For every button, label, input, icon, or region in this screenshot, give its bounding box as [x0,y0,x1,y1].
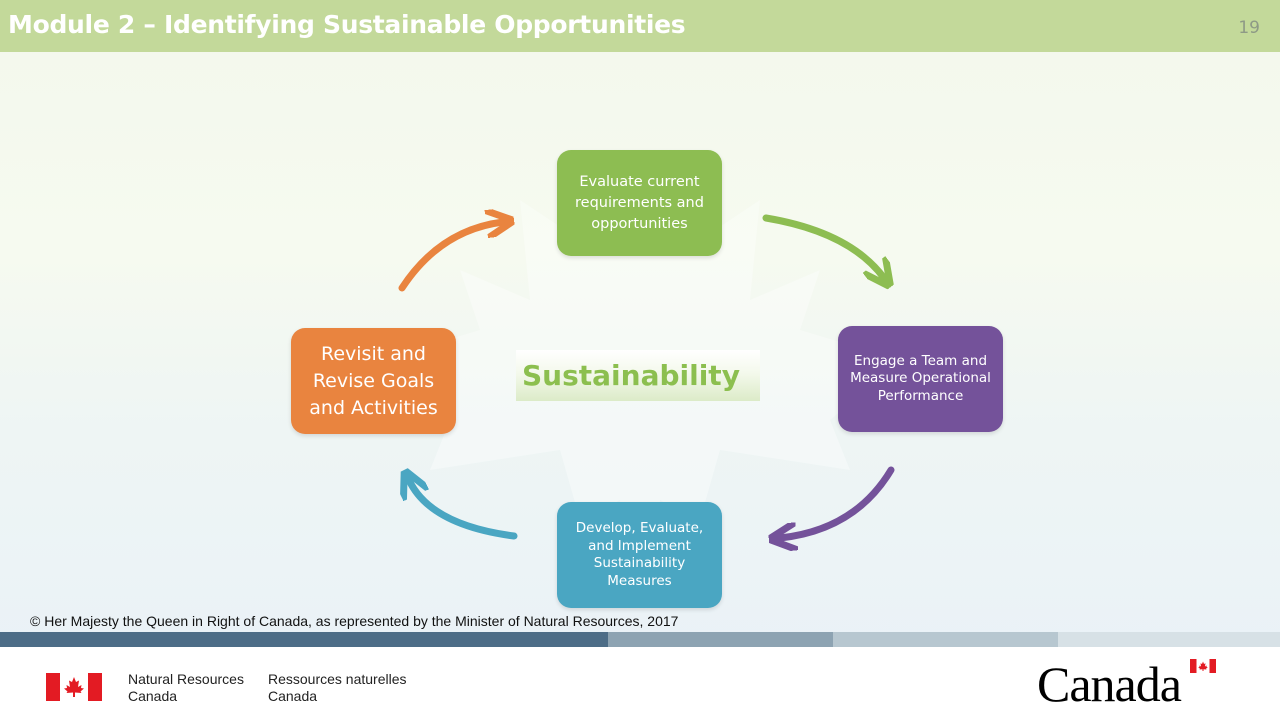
title-bar: Module 2 – Identifying Sustainable Oppor… [0,0,1280,52]
slide-title: Module 2 – Identifying Sustainable Oppor… [8,10,686,39]
step-engage-team-label: Engage a Team and Measure Operational Pe… [850,352,991,404]
arrow-purple [780,466,895,538]
step-develop-measures: Develop, Evaluate, and Implement Sustain… [557,502,722,608]
canada-wordmark: Canada [1037,656,1182,712]
arrow-green [762,214,884,278]
arrow-teal [409,480,518,540]
step-evaluate: Evaluate current requirements and opport… [557,150,722,256]
wordmark-flag-icon [1190,659,1216,673]
arrow-orange [398,222,503,292]
footer-stripe [1058,632,1280,647]
copyright-notice: © Her Majesty the Queen in Right of Cana… [30,613,679,629]
footer: Natural Resources Canada Ressources natu… [0,647,1280,720]
step-revisit-goals: Revisit and Revise Goals and Activities [291,328,456,434]
canada-flag-icon [46,673,102,701]
step-develop-measures-label: Develop, Evaluate, and Implement Sustain… [575,520,704,589]
step-engage-team: Engage a Team and Measure Operational Pe… [838,326,1003,432]
department-name-french: Ressources naturelles Canada [268,671,407,704]
footer-stripe [833,632,1058,647]
step-evaluate-label: Evaluate current requirements and opport… [575,173,704,232]
step-revisit-goals-label: Revisit and Revise Goals and Activities [309,342,438,419]
center-label-sustainability: Sustainability [516,350,760,401]
footer-stripe [0,632,608,647]
department-name-english: Natural Resources Canada [128,671,244,704]
footer-stripe [608,632,833,647]
page-number: 19 [1238,18,1260,38]
